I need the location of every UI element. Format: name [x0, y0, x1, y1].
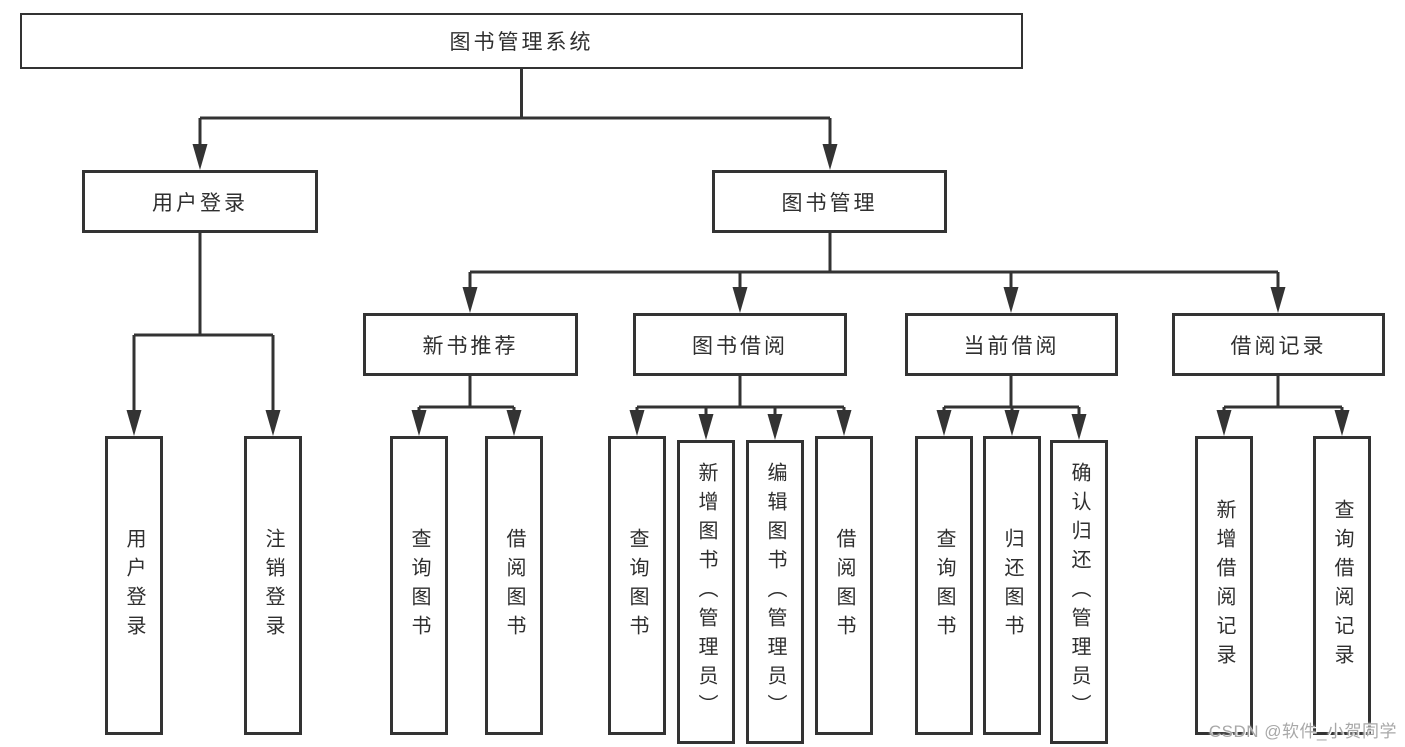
node-book-borrow-label: 图书借阅: [692, 334, 788, 358]
leaf-borrow-book: 借阅图书: [485, 436, 543, 735]
leaf-query-book: 查询图书: [915, 436, 973, 735]
leaf-add-borrow-record: 新增借阅记录: [1195, 436, 1253, 735]
node-book-borrow: 图书借阅: [633, 313, 847, 376]
leaf-label: 编辑图书（管理员）: [764, 461, 786, 723]
leaf-label: 归还图书: [1001, 527, 1023, 644]
leaf-logout: 注销登录: [244, 436, 302, 735]
leaf-user-login: 用户登录: [105, 436, 163, 735]
node-current-borrow: 当前借阅: [905, 313, 1118, 376]
leaf-label: 查询图书: [626, 527, 648, 644]
node-new-book-recommend-label: 新书推荐: [422, 334, 519, 358]
leaf-query-borrow-record: 查询借阅记录: [1313, 436, 1371, 735]
leaf-label: 查询图书: [933, 527, 955, 644]
leaf-label: 查询借阅记录: [1331, 498, 1353, 673]
leaf-label: 查询图书: [408, 527, 430, 644]
leaf-add-book-admin: 新增图书（管理员）: [677, 440, 735, 744]
node-current-borrow-label: 当前借阅: [963, 334, 1060, 358]
leaf-label: 借阅图书: [833, 527, 855, 644]
leaf-confirm-return-admin: 确认归还（管理员）: [1050, 440, 1108, 744]
watermark: CSDN @软件_小贺同学: [1208, 722, 1397, 741]
node-user-login: 用户登录: [82, 170, 318, 233]
leaf-query-book: 查询图书: [390, 436, 448, 735]
node-book-management: 图书管理: [712, 170, 947, 233]
leaf-label: 注销登录: [262, 527, 284, 644]
leaf-label: 新增借阅记录: [1213, 498, 1235, 673]
leaf-label: 用户登录: [123, 527, 145, 644]
leaf-edit-book-admin: 编辑图书（管理员）: [746, 440, 804, 744]
leaf-label: 借阅图书: [503, 527, 525, 644]
node-book-management-label: 图书管理: [781, 191, 878, 215]
leaf-label: 新增图书（管理员）: [695, 461, 717, 723]
node-user-login-label: 用户登录: [152, 191, 248, 215]
node-root-label: 图书管理系统: [449, 31, 594, 54]
leaf-borrow-book: 借阅图书: [815, 436, 873, 735]
leaf-return-book: 归还图书: [983, 436, 1041, 735]
leaf-label: 确认归还（管理员）: [1068, 461, 1090, 723]
node-borrow-records: 借阅记录: [1172, 313, 1385, 376]
node-new-book-recommend: 新书推荐: [363, 313, 578, 376]
node-root: 图书管理系统: [20, 13, 1023, 69]
leaf-query-book: 查询图书: [608, 436, 666, 735]
node-borrow-records-label: 借阅记录: [1230, 334, 1327, 358]
